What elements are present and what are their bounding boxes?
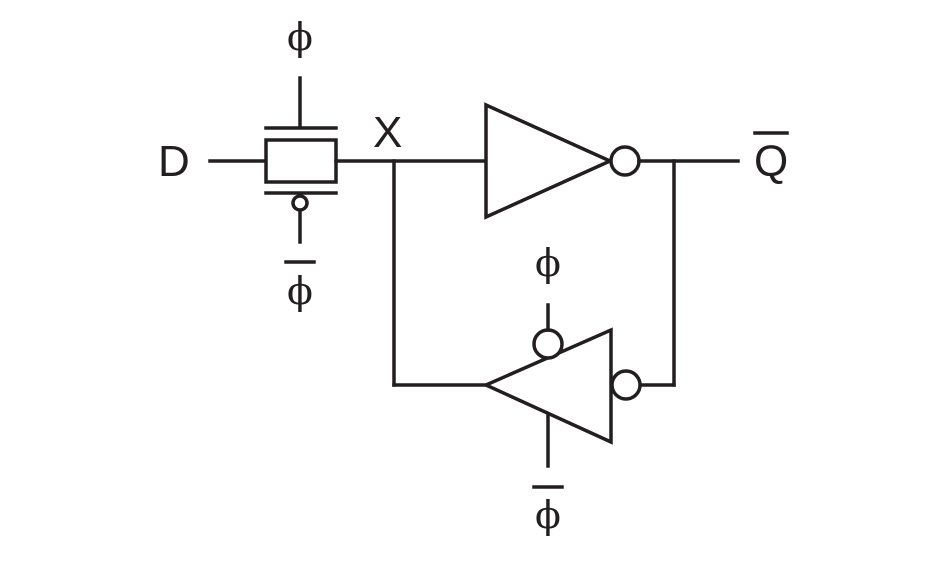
tristate-bottom-clock-label: ϕ — [535, 493, 561, 537]
tristate-inverter — [481, 303, 642, 468]
forward-inverter-body — [484, 102, 615, 220]
tristate-inverter-bubble — [610, 369, 642, 401]
tristate-enable-bubble — [532, 328, 564, 360]
tgate-bottom-clock-label: ϕ — [287, 269, 313, 313]
output-label-q: Q — [754, 137, 788, 186]
tgate-body — [264, 138, 338, 184]
tristate-top-clock-label: ϕ — [535, 241, 561, 285]
transmission-gate — [264, 76, 338, 244]
input-label-d: D — [158, 137, 190, 186]
tgate-top-clock-label: ϕ — [287, 15, 313, 59]
node-label-x: X — [373, 108, 402, 157]
tgate-inversion-bubble — [291, 194, 309, 212]
forward-inverter — [484, 102, 641, 220]
forward-inverter-bubble — [609, 145, 641, 177]
